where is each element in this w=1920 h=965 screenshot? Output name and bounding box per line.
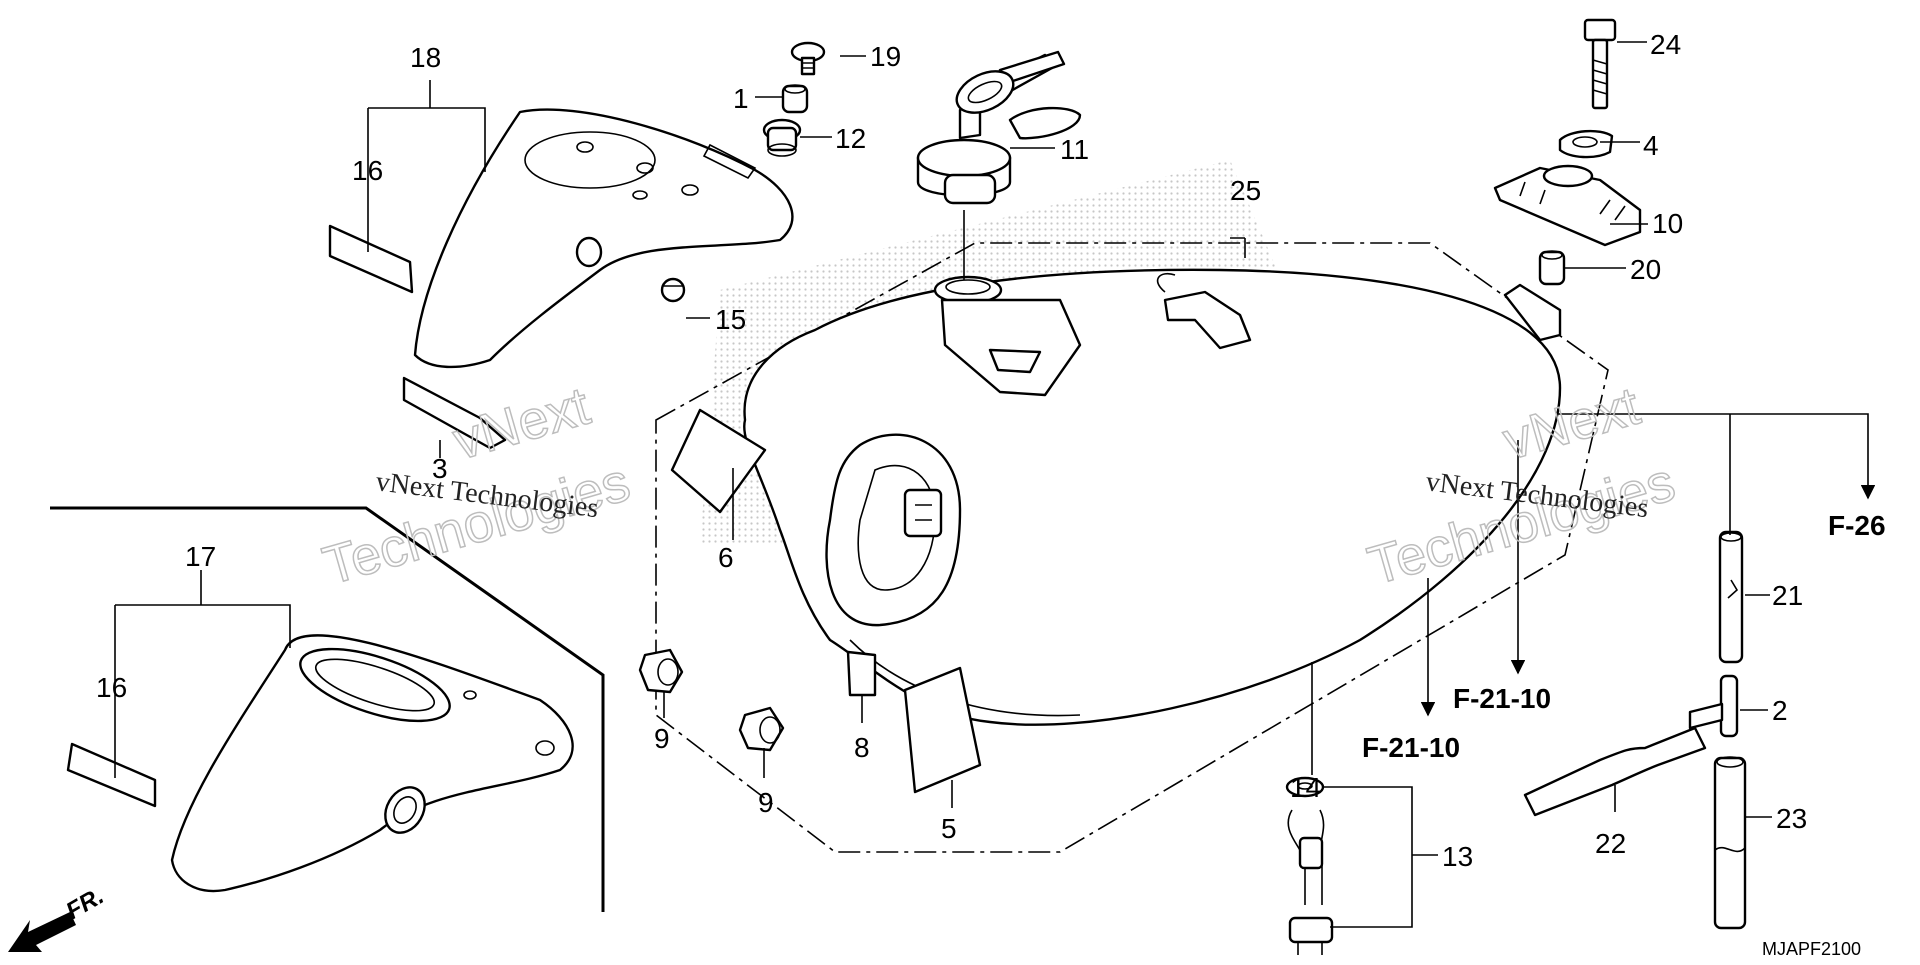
callout-6: 6 bbox=[718, 542, 734, 573]
label-sheet-5 bbox=[903, 666, 982, 794]
callout-16-upper: 16 bbox=[352, 155, 383, 186]
grommet-15 bbox=[660, 277, 686, 303]
callout-18: 18 bbox=[410, 42, 441, 73]
tank-assembly-boundary bbox=[655, 242, 1609, 853]
meter-cover-18 bbox=[413, 108, 794, 369]
meter-cover-17 bbox=[170, 634, 574, 893]
inset-border bbox=[50, 506, 605, 912]
diagram-code: MJAPF2100 bbox=[1762, 939, 1861, 959]
trim-strip-16-upper bbox=[328, 224, 414, 294]
ref-f2110-upper: F-21-10 bbox=[1453, 683, 1551, 714]
callout-5: 5 bbox=[941, 813, 957, 844]
ref-f26: F-26 bbox=[1828, 510, 1886, 541]
reference-codes: F-26 F-21-10 F-21-10 bbox=[1362, 510, 1886, 763]
callout-19: 19 bbox=[870, 41, 901, 72]
callout-8: 8 bbox=[854, 732, 870, 763]
callout-4: 4 bbox=[1643, 130, 1659, 161]
fuel-cap-11 bbox=[916, 50, 1082, 205]
tube-21 bbox=[1718, 530, 1744, 664]
callout-22: 22 bbox=[1595, 828, 1626, 859]
collar-20 bbox=[1538, 250, 1566, 286]
label-sheet-8 bbox=[846, 650, 877, 697]
callout-9-left: 9 bbox=[654, 723, 670, 754]
watermark-top-left: vNext bbox=[447, 376, 596, 472]
washer-4 bbox=[1558, 129, 1614, 159]
fuel-sensor-13 bbox=[1287, 809, 1334, 955]
callout-20: 20 bbox=[1630, 254, 1661, 285]
callout-17: 17 bbox=[185, 541, 216, 572]
callout-13: 13 bbox=[1442, 841, 1473, 872]
fuel-tank bbox=[743, 268, 1562, 726]
callout-14: 14 bbox=[1290, 772, 1321, 803]
callout-24: 24 bbox=[1650, 29, 1681, 60]
callout-21: 21 bbox=[1772, 580, 1803, 611]
damper-rubber-9a bbox=[638, 648, 684, 694]
tube-23 bbox=[1713, 756, 1747, 930]
callout-15: 15 bbox=[715, 304, 746, 335]
leader-lines bbox=[114, 41, 1876, 928]
callout-1: 1 bbox=[733, 83, 749, 114]
trim-strip-16-lower bbox=[66, 742, 157, 808]
callout-23: 23 bbox=[1776, 803, 1807, 834]
front-direction-arrow bbox=[8, 912, 76, 952]
callout-10: 10 bbox=[1652, 208, 1683, 239]
callout-12: 12 bbox=[835, 123, 866, 154]
callout-2: 2 bbox=[1772, 695, 1788, 726]
callout-25: 25 bbox=[1230, 175, 1261, 206]
ref-f2110-lower: F-21-10 bbox=[1362, 732, 1460, 763]
mount-rubber-10 bbox=[1493, 164, 1642, 247]
tube-22 bbox=[1523, 726, 1707, 817]
callout-16-lower: 16 bbox=[96, 672, 127, 703]
trim-strip-3 bbox=[402, 376, 507, 450]
callout-9-right: 9 bbox=[758, 787, 774, 818]
callout-numbers: 19 1 12 11 24 4 10 20 25 15 18 16 3 6 17… bbox=[96, 29, 1807, 872]
callout-3: 3 bbox=[432, 453, 448, 484]
joint-2 bbox=[1688, 674, 1739, 738]
callout-11: 11 bbox=[1060, 134, 1089, 165]
label-sheet-6 bbox=[670, 408, 767, 514]
collar-1 bbox=[781, 84, 809, 114]
rubber-mount-12 bbox=[762, 118, 802, 157]
watermark-bottom-left: Technologies bbox=[317, 452, 637, 597]
damper-rubber-9b bbox=[738, 706, 785, 752]
bolt-24 bbox=[1583, 18, 1617, 110]
screw-19 bbox=[790, 41, 826, 76]
